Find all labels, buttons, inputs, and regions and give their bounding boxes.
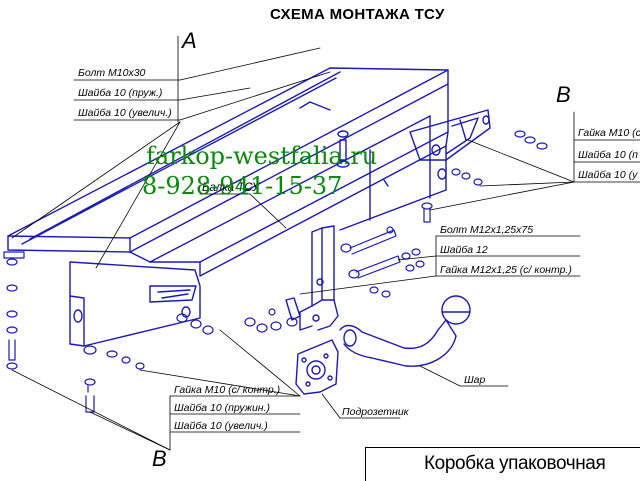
watermark-site: farkop-westfalia.ru xyxy=(146,142,378,170)
right-fasteners xyxy=(421,130,548,223)
tow-ball xyxy=(339,295,471,367)
callout-b-washer-1: Шайба 10 (п xyxy=(578,149,638,161)
towbar-beam xyxy=(7,67,449,277)
callout-a-washer-spring: Шайба 10 (пруж.) xyxy=(78,87,163,99)
label-ball: Шар xyxy=(464,374,486,386)
right-bracket xyxy=(336,109,491,180)
packing-box-label: Коробка упаковочная xyxy=(424,453,606,474)
leader-lines xyxy=(11,35,640,451)
callout-bottom-washer-large: Шайба 10 (увелич.) xyxy=(174,420,268,432)
callout-a-bolt: Болт М10х30 xyxy=(78,67,146,79)
label-socket-plate: Подрозетник xyxy=(342,406,409,418)
callout-b-nut: Гайка М10 (с xyxy=(578,127,640,139)
callout-bottom-washer-spring: Шайба 10 (пружин.) xyxy=(174,402,270,414)
left-bracket xyxy=(69,261,201,347)
callout-a-washer-large: Шайба 10 (увелич.) xyxy=(78,107,172,119)
label-beam: Балка ТСУ xyxy=(202,182,260,194)
center-plate xyxy=(285,225,339,331)
marker-a: A xyxy=(182,28,197,53)
callout-center-bolt: Болт М12х1,25х75 xyxy=(440,224,534,236)
callout-bottom-nut: Гайка М10 (с/ контр.) xyxy=(174,384,281,396)
watermark-phone: 8-928-941-15-37 xyxy=(142,172,343,200)
marker-b-right: B xyxy=(556,82,571,107)
left-fasteners xyxy=(3,251,145,413)
callout-center-nut: Гайка М12х1,25 (с/ контр.) xyxy=(440,264,572,276)
socket-plate xyxy=(295,339,339,395)
diagram-title: СХЕМА МОНТАЖА ТСУ xyxy=(270,6,445,23)
marker-b-bottom: B xyxy=(152,446,167,471)
packing-box-frame: Коробка упаковочная xyxy=(365,447,640,481)
callout-b-washer-2: Шайба 10 (у xyxy=(578,169,638,181)
center-fasteners xyxy=(176,226,425,335)
callout-center-washer: Шайба 12 xyxy=(440,244,488,256)
